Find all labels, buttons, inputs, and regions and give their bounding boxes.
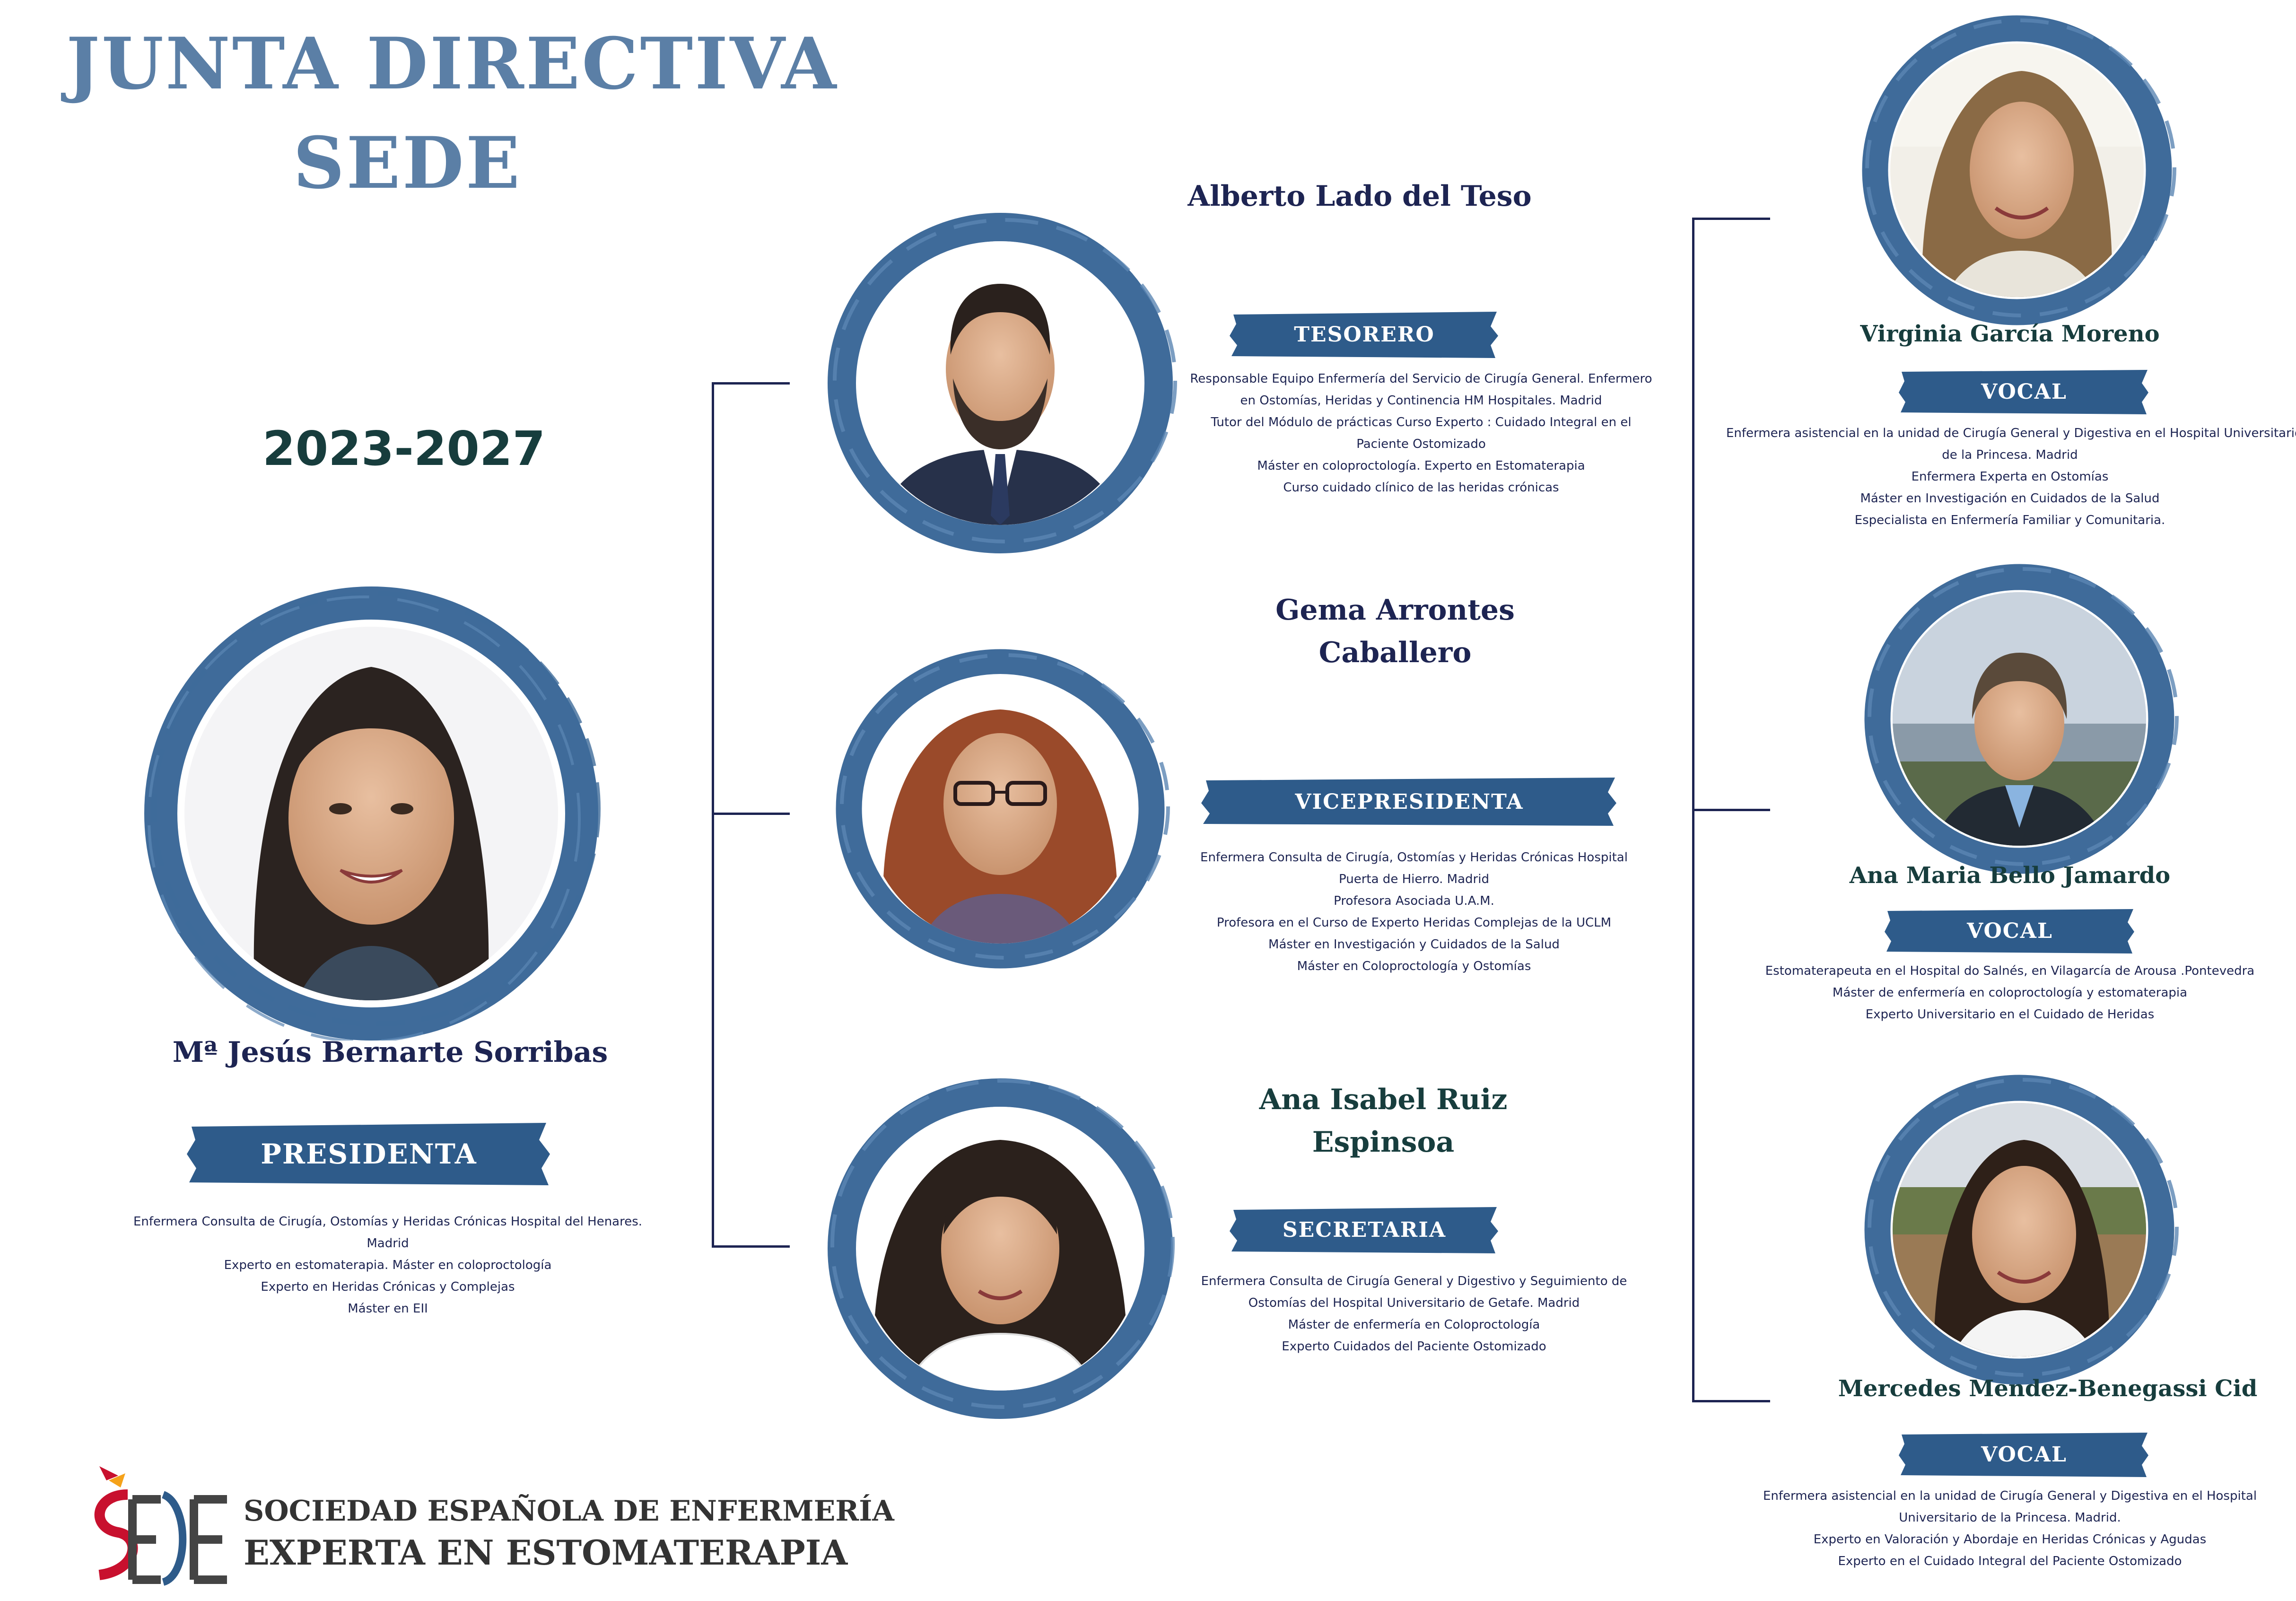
presidenta-desc-line: Máster en EII	[348, 1302, 428, 1316]
tesorero-role-banner: TESORERO	[1230, 310, 1499, 359]
tesorero-desc-line: Paciente Ostomizado	[1356, 437, 1486, 451]
vocal2-role-banner: VOCAL	[1885, 907, 2135, 954]
tesorero-role: TESORERO	[1294, 323, 1435, 347]
vicepresidenta-name-line2: Caballero	[1318, 636, 1472, 669]
vicepresidenta-desc-line: Máster en Investigación y Cuidados de la…	[1268, 937, 1560, 952]
presidenta-desc-line: Madrid	[367, 1236, 409, 1251]
society-logo-icon	[80, 1461, 236, 1589]
secretaria-desc-line: Ostomías del Hospital Universitario de G…	[1248, 1296, 1580, 1310]
vocal1-name: Virginia García Moreno	[1860, 321, 2160, 347]
vocal3-role: VOCAL	[1981, 1442, 2067, 1467]
page-title: JUNTA DIRECTIVA	[66, 22, 838, 105]
vocal1-description: Enfermera asistencial en la unidad de Ci…	[1726, 422, 2296, 531]
vocal2-portrait	[1854, 563, 2185, 875]
connector-right-middle	[1692, 809, 1770, 811]
connector-right-bottom	[1692, 1400, 1770, 1402]
logo-line1: SOCIEDAD ESPAÑOLA DE ENFERMERÍA	[244, 1495, 894, 1528]
secretaria-name: Ana Isabel Ruiz Espinsoa	[1182, 1078, 1584, 1164]
presidenta-role-banner: PRESIDENTA	[187, 1121, 551, 1187]
tesorero-desc-line: en Ostomías, Heridas y Continencia HM Ho…	[1240, 394, 1602, 408]
vocal2-name: Ana Maria Bello Jamardo	[1849, 862, 2171, 889]
vocal1-portrait	[1851, 14, 2183, 326]
presidenta-desc-line: Experto en Heridas Crónicas y Complejas	[261, 1280, 515, 1294]
term-years: 2023-2027	[262, 421, 546, 476]
vocal2-description: Estomaterapeuta en el Hospital do Salnés…	[1726, 960, 2294, 1025]
vicepresidenta-desc-line: Enfermera Consulta de Cirugía, Ostomías …	[1200, 850, 1628, 865]
vocal1-desc-line: de la Princesa. Madrid	[1942, 448, 2078, 462]
tesorero-portrait	[813, 213, 1187, 553]
vicepresidenta-name-line1: Gema Arrontes	[1275, 594, 1515, 627]
vocal1-desc-line: Especialista en Enfermería Familiar y Co…	[1854, 513, 2165, 527]
vocal3-role-banner: VOCAL	[1899, 1431, 2149, 1478]
connector-left-bottom	[712, 1245, 790, 1248]
logo-line2: EXPERTA EN ESTOMATERAPIA	[244, 1532, 848, 1573]
vocal2-desc-line: Estomaterapeuta en el Hospital do Salnés…	[1765, 964, 2255, 978]
presidenta-desc-line: Enfermera Consulta de Cirugía, Ostomías …	[133, 1215, 643, 1229]
connector-left-middle	[712, 813, 790, 815]
tesorero-desc-line: Máster en coloproctología. Experto en Es…	[1257, 459, 1585, 473]
vocal3-name: Mercedes Mendez-Benegassi Cid	[1838, 1375, 2258, 1402]
tesorero-name: Alberto Lado del Teso	[1187, 180, 1532, 213]
connector-left-top	[712, 382, 790, 385]
vocal1-desc-line: Enfermera Experta en Ostomías	[1911, 470, 2109, 484]
secretaria-name-line1: Ana Isabel Ruiz	[1259, 1083, 1508, 1116]
secretaria-desc-line: Máster de enfermería en Coloproctología	[1288, 1318, 1540, 1332]
tesorero-desc-line: Responsable Equipo Enfermería del Servic…	[1190, 372, 1652, 386]
presidenta-desc-line: Experto en estomaterapia. Máster en colo…	[224, 1258, 552, 1272]
presidenta-role: PRESIDENTA	[261, 1138, 477, 1170]
vocal3-portrait	[1854, 1074, 2185, 1386]
vicepresidenta-role: VICEPRESIDENTA	[1295, 789, 1524, 814]
tesorero-desc-line: Curso cuidado clínico de las heridas cró…	[1283, 481, 1559, 495]
vicepresidenta-role-banner: VICEPRESIDENTA	[1201, 776, 1617, 828]
vicepresidenta-name: Gema Arrontes Caballero	[1182, 589, 1608, 674]
secretaria-name-line2: Espinsoa	[1312, 1126, 1455, 1159]
secretaria-role: SECRETARIA	[1282, 1218, 1447, 1242]
vocal3-desc-line: Universitario de la Princesa. Madrid.	[1899, 1511, 2121, 1525]
vocal3-description: Enfermera asistencial en la unidad de Ci…	[1726, 1485, 2294, 1572]
vicepresidenta-description: Enfermera Consulta de Cirugía, Ostomías …	[1154, 847, 1674, 977]
presidenta-description: Enfermera Consulta de Cirugía, Ostomías …	[104, 1211, 672, 1320]
connector-left-vertical	[712, 382, 714, 1248]
vocal3-desc-line: Experto en Valoración y Abordaje en Heri…	[1813, 1532, 2207, 1547]
vocal1-role-banner: VOCAL	[1899, 368, 2149, 415]
tesorero-description: Responsable Equipo Enfermería del Servic…	[1159, 368, 1684, 499]
tesorero-desc-line: Tutor del Módulo de prácticas Curso Expe…	[1211, 415, 1632, 429]
vocal1-desc-line: Máster en Investigación en Cuidados de l…	[1860, 491, 2160, 506]
vocal2-role: VOCAL	[1967, 919, 2053, 943]
connector-right-top	[1692, 218, 1770, 220]
vocal3-desc-line: Experto en el Cuidado Integral del Pacie…	[1838, 1554, 2182, 1568]
vicepresidenta-desc-line: Puerta de Hierro. Madrid	[1339, 872, 1489, 886]
vocal3-desc-line: Enfermera asistencial en la unidad de Ci…	[1763, 1489, 2257, 1503]
secretaria-role-banner: SECRETARIA	[1230, 1205, 1499, 1255]
vicepresidenta-desc-line: Profesora Asociada U.A.M.	[1334, 894, 1494, 908]
vocal1-desc-line: Enfermera asistencial en la unidad de Ci…	[1726, 426, 2296, 440]
page-subtitle: SEDE	[293, 122, 522, 205]
vocal2-desc-line: Experto Universitario en el Cuidado de H…	[1865, 1007, 2155, 1022]
vicepresidenta-desc-line: Máster en Coloproctología y Ostomías	[1297, 959, 1531, 973]
vocal1-role: VOCAL	[1981, 379, 2067, 404]
presidenta-portrait	[137, 586, 605, 1043]
presidenta-name: Mª Jesús Bernarte Sorribas	[172, 1036, 608, 1069]
secretaria-desc-line: Experto Cuidados del Paciente Ostomizado	[1282, 1339, 1546, 1354]
vicepresidenta-desc-line: Profesora en el Curso de Experto Heridas…	[1216, 916, 1612, 930]
vocal2-desc-line: Máster de enfermería en coloproctología …	[1832, 986, 2188, 1000]
secretaria-description: Enfermera Consulta de Cirugía General y …	[1154, 1270, 1674, 1357]
secretaria-portrait	[813, 1078, 1187, 1419]
secretaria-desc-line: Enfermera Consulta de Cirugía General y …	[1201, 1274, 1627, 1288]
vicepresidenta-portrait	[818, 648, 1192, 970]
